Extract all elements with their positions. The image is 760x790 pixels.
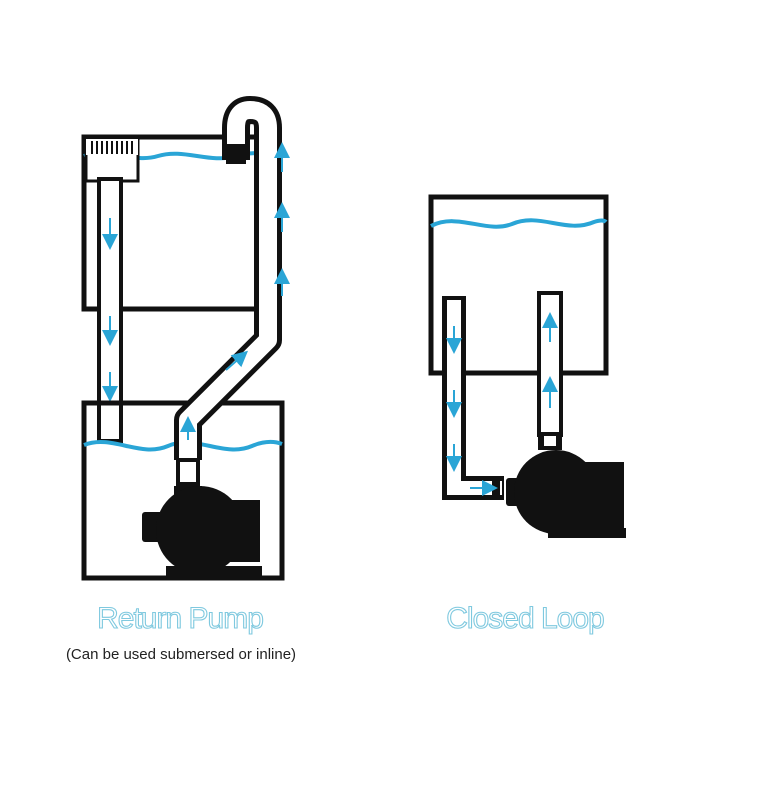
return-pump-diagram [81,96,290,581]
return-pump-subtitle: (Can be used submersed or inline) [65,646,297,663]
flow-arrow-icon [446,326,498,496]
closed-loop-title: Closed Loop [446,601,606,635]
closed-loop-diagram [428,194,626,538]
closed-loop-tank [428,194,609,376]
return-pump-title: Return Pump [97,601,265,635]
overflow-comb-icon [84,137,140,183]
output-pipe [537,291,563,437]
return-pipe-inner [179,101,277,466]
pump-icon [506,432,626,538]
flow-arrow-icon [180,142,290,440]
closed-loop-water [430,218,608,229]
pump-icon [142,458,262,576]
sump-tank [81,400,285,581]
intake-pipe-outer [442,296,504,500]
